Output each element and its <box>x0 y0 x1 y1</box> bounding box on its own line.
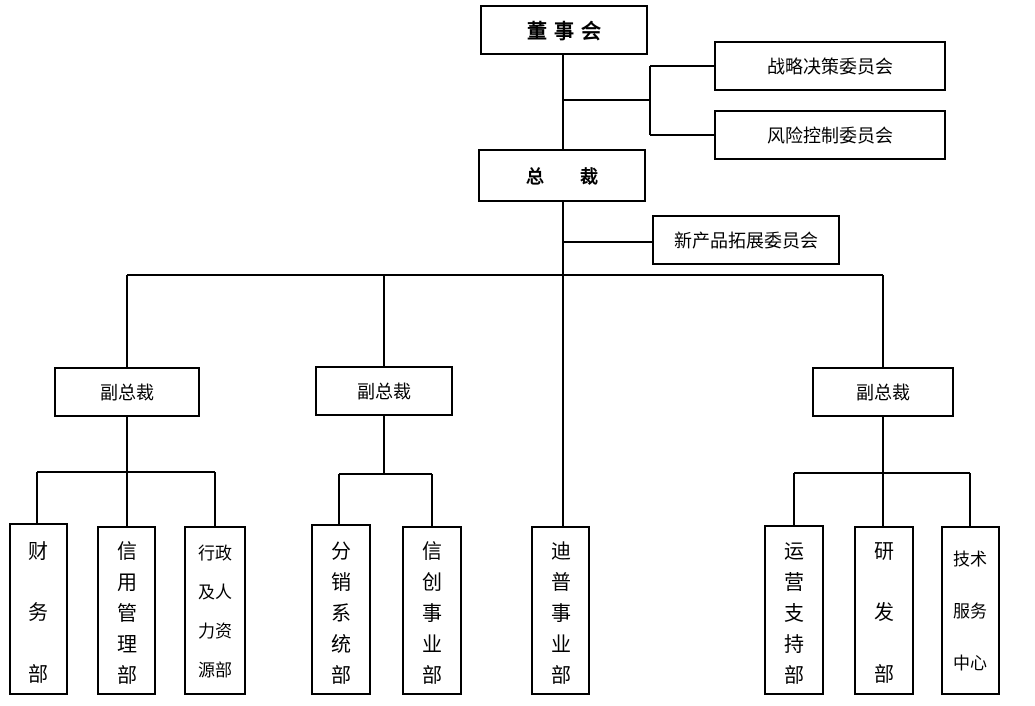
department-char: 发 <box>874 600 894 624</box>
department-char: 持 <box>784 632 804 656</box>
department-char: 系 <box>331 601 351 625</box>
department-char: 迪 <box>551 539 571 563</box>
risk-committee-label: 风险控制委员会 <box>767 126 893 147</box>
department-char: 源部 <box>198 661 232 681</box>
vice-president-label: 副总裁 <box>357 382 411 403</box>
new-product-committee-node: 新产品拓展委员会 <box>652 215 840 265</box>
vice-president-node: 副总裁 <box>315 366 453 416</box>
board-label: 董 事 会 <box>527 19 601 43</box>
risk-committee-node: 风险控制委员会 <box>714 110 946 160</box>
department-char: 技术 <box>953 550 987 570</box>
department-char: 销 <box>331 570 351 594</box>
vice-president-node: 副总裁 <box>812 367 954 417</box>
board-node: 董 事 会 <box>480 5 648 55</box>
department-char: 部 <box>551 663 571 687</box>
department-char: 及人 <box>198 583 232 603</box>
department-node-admin-hr: 行政 及人 力资 源部 <box>184 526 246 695</box>
department-char: 普 <box>551 570 571 594</box>
vice-president-label: 副总裁 <box>100 383 154 404</box>
strategy-committee-node: 战略决策委员会 <box>714 41 946 91</box>
department-char: 务 <box>28 600 48 624</box>
department-char: 分 <box>331 539 351 563</box>
department-char: 部 <box>422 663 442 687</box>
connector-lines <box>36 54 971 527</box>
department-node-finance: 财 务 部 <box>9 523 68 695</box>
department-char: 中心 <box>953 654 987 674</box>
department-node-dipu: 迪 普 事 业 部 <box>531 526 590 695</box>
department-node-operations: 运 营 支 持 部 <box>764 525 824 695</box>
department-char: 创 <box>422 570 442 594</box>
department-char: 服务 <box>953 602 987 622</box>
new-product-committee-label: 新产品拓展委员会 <box>674 231 818 252</box>
department-char: 力资 <box>198 622 232 642</box>
department-char: 财 <box>28 539 48 563</box>
vice-president-label: 副总裁 <box>856 383 910 404</box>
department-char: 研 <box>874 539 894 563</box>
department-char: 部 <box>117 663 137 687</box>
vice-president-node: 副总裁 <box>54 367 200 417</box>
department-char: 统 <box>331 632 351 656</box>
department-node-rnd: 研 发 部 <box>854 526 914 695</box>
department-char: 事 <box>551 601 571 625</box>
department-char: 运 <box>784 539 804 563</box>
department-char: 支 <box>784 601 804 625</box>
department-char: 信 <box>117 539 137 563</box>
department-char: 部 <box>874 662 894 686</box>
department-char: 管 <box>117 601 137 625</box>
department-char: 业 <box>551 632 571 656</box>
department-char: 理 <box>117 632 137 656</box>
strategy-committee-label: 战略决策委员会 <box>767 57 893 78</box>
department-char: 部 <box>784 663 804 687</box>
department-node-tech-service: 技术 服务 中心 <box>941 526 1000 695</box>
department-char: 部 <box>331 663 351 687</box>
department-char: 事 <box>422 601 442 625</box>
department-node-credit-management: 信 用 管 理 部 <box>97 526 156 695</box>
department-node-xinchuang: 信 创 事 业 部 <box>402 526 462 695</box>
department-char: 营 <box>784 570 804 594</box>
department-char: 信 <box>422 539 442 563</box>
department-char: 行政 <box>198 544 232 564</box>
department-node-distribution: 分 销 系 统 部 <box>311 524 371 695</box>
department-char: 用 <box>117 570 137 594</box>
department-char: 业 <box>422 632 442 656</box>
department-char: 部 <box>28 662 48 686</box>
president-node: 总 裁 <box>478 149 646 202</box>
president-label: 总 裁 <box>526 166 598 188</box>
